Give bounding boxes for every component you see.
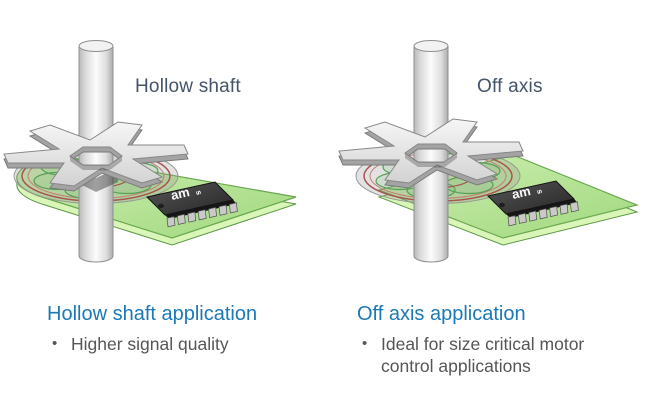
- off-axis-diagram: am s: [338, 40, 639, 263]
- off-axis-application-heading: Off axis application: [357, 303, 526, 325]
- hollow-shaft-title: Hollow shaft: [135, 76, 241, 97]
- hex-hole-wall: [70, 156, 122, 170]
- bullet-icon: •: [52, 335, 58, 352]
- list-item: • Ideal for size critical motor control …: [357, 333, 637, 377]
- hollow-shaft-application-heading: Hollow shaft application: [47, 303, 258, 325]
- off-axis-title: Off axis: [477, 76, 543, 97]
- bullet-text: Higher signal quality: [71, 334, 229, 354]
- list-item: • Higher signal quality: [47, 333, 327, 355]
- hollow-shaft-diagram: am s: [3, 40, 297, 263]
- chip-logo: am: [169, 184, 191, 203]
- diagram-svg: am s am s: [3, 40, 639, 263]
- figure-canvas: am s am s: [3, 40, 639, 263]
- hollow-shaft-application-block: Hollow shaft application • Higher signal…: [47, 303, 327, 355]
- bullet-text: Ideal for size critical motor control ap…: [381, 334, 585, 376]
- off-axis-application-block: Off axis application • Ideal for size cr…: [357, 303, 637, 377]
- hex-hole-wall: [405, 153, 457, 167]
- chip-logo-s: s: [194, 190, 204, 197]
- chip-logo-s: s: [535, 189, 545, 196]
- bullet-icon: •: [362, 335, 368, 352]
- chip-logo: am: [510, 183, 532, 202]
- shaft: [413, 40, 449, 263]
